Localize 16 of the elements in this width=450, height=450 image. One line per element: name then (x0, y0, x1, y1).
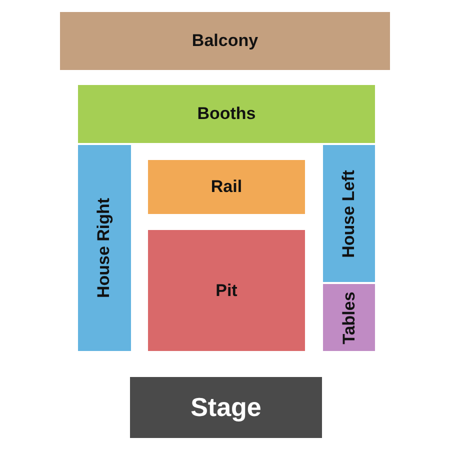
seating-section (78, 145, 131, 351)
section-label: Rail (210, 177, 242, 197)
section-label: Balcony (192, 31, 258, 51)
seating-section (148, 230, 305, 351)
seating-section (323, 284, 375, 351)
section-label: Pit (216, 280, 238, 300)
stage-block (130, 377, 322, 438)
section-label: House Right (94, 198, 114, 298)
seating-section (148, 160, 305, 214)
section-label: Booths (197, 104, 256, 124)
seating-section (78, 85, 375, 143)
seating-section (323, 145, 375, 282)
section-label: Tables (339, 291, 359, 344)
seating-section (60, 12, 390, 70)
section-label: Stage (190, 392, 262, 423)
section-label: House Left (339, 170, 359, 258)
